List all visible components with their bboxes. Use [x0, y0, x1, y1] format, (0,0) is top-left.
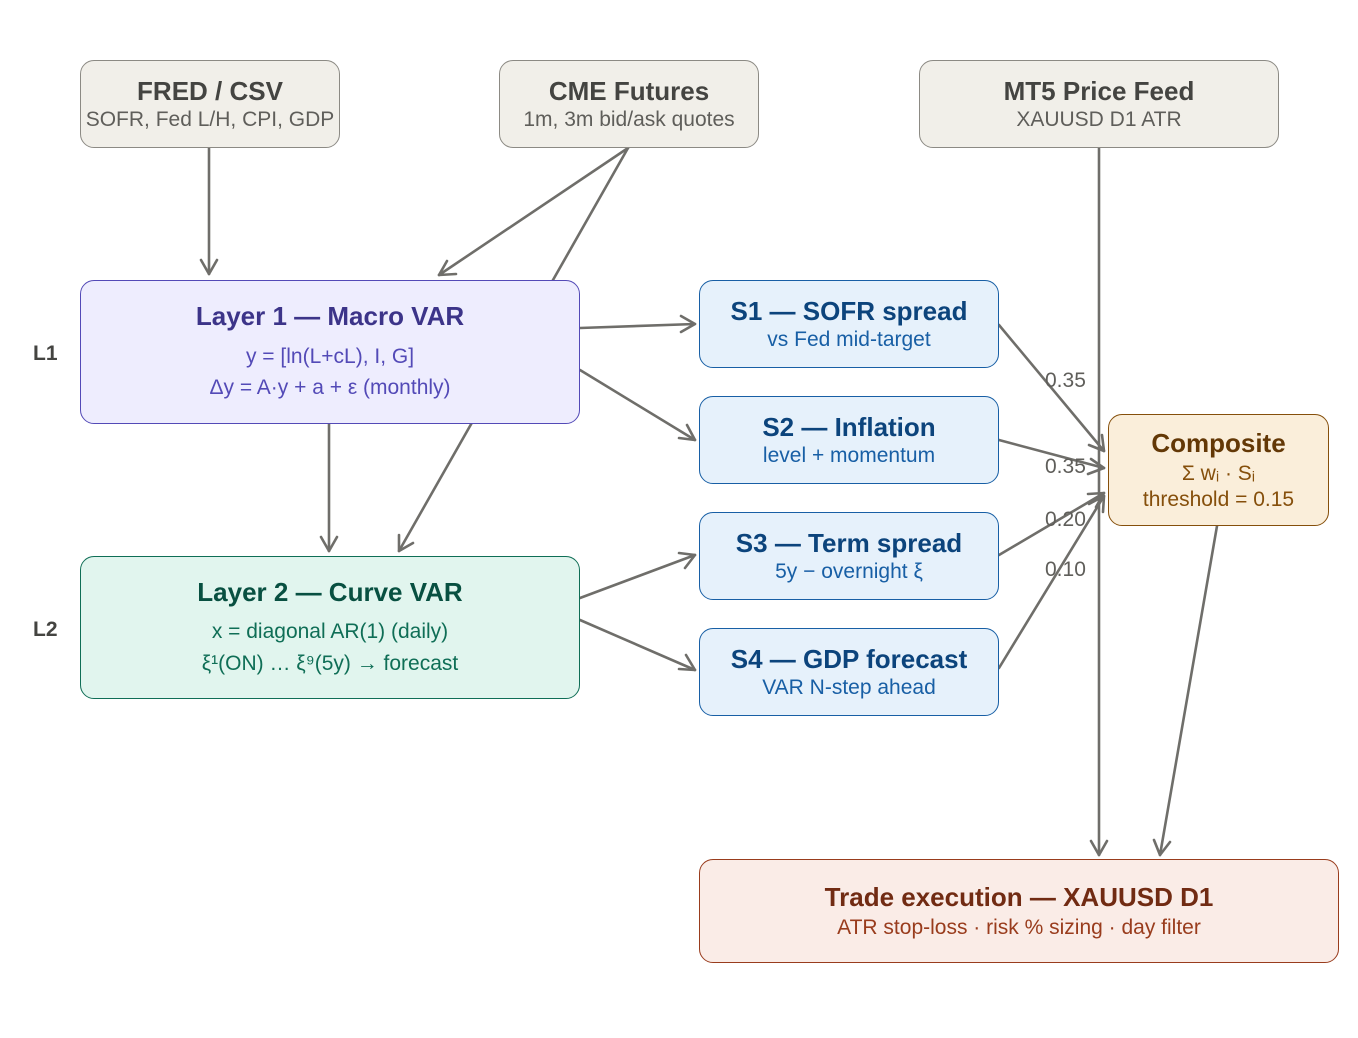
node-title: S2 — Inflation	[762, 411, 936, 442]
trade-execution-node[interactable]: Trade execution — XAUUSD D1 ATR stop-los…	[699, 859, 1339, 963]
arrowhead	[199, 258, 219, 276]
edge-s2-to-composite	[997, 438, 1106, 470]
layer-label-l2: L2	[33, 618, 58, 641]
node-line-2: Δy = A·y + a + ε (monthly)	[209, 376, 451, 400]
signal-s3-term-spread[interactable]: S3 — Term spread 5y − overnight ξ	[699, 512, 999, 600]
arrowhead	[677, 551, 697, 570]
arrowhead	[1089, 839, 1109, 857]
edge-s4-to-composite	[997, 494, 1106, 670]
arrowhead	[437, 259, 458, 277]
node-title: FRED / CSV	[137, 75, 283, 106]
signal-s4-gdp-forecast[interactable]: S4 — GDP forecast VAR N-step ahead	[699, 628, 999, 716]
node-subtitle: 5y − overnight ξ	[775, 560, 923, 584]
node-title: Layer 1 — Macro VAR	[195, 301, 465, 332]
node-subtitle: SOFR, Fed L/H, CPI, GDP	[85, 108, 335, 132]
node-title: S1 — SOFR spread	[730, 295, 968, 326]
weight-label-s4: 0.10	[1045, 558, 1086, 581]
layer1-macro-var[interactable]: Layer 1 — Macro VAR y = [ln(L+cL), I, G]…	[80, 280, 580, 424]
node-subtitle: vs Fed mid-target	[767, 328, 931, 352]
arrowhead	[677, 653, 697, 672]
layer2-curve-var[interactable]: Layer 2 — Curve VAR x = diagonal AR(1) (…	[80, 556, 580, 699]
arrowhead	[677, 423, 697, 442]
node-line-1: y = [ln(L+cL), I, G]	[245, 344, 415, 368]
weight-label-s2: 0.35	[1045, 455, 1086, 478]
node-line-2: ξ¹(ON) … ξ⁹(5y) → forecast	[201, 651, 459, 675]
composite-node[interactable]: Composite Σ wᵢ · Sᵢ threshold = 0.15	[1108, 414, 1329, 526]
edge-composite-to-execution	[1158, 524, 1219, 857]
edge-layer2-to-s3	[578, 553, 697, 600]
signal-s1-sofr-spread[interactable]: S1 — SOFR spread vs Fed mid-target	[699, 280, 999, 368]
arrowhead	[679, 314, 697, 334]
arrowhead	[1087, 494, 1106, 514]
node-title: S4 — GDP forecast	[730, 643, 968, 674]
weight-label-s3: 0.20	[1045, 508, 1086, 531]
arrowhead	[1086, 457, 1106, 476]
signal-s2-inflation[interactable]: S2 — Inflation level + momentum	[699, 396, 999, 484]
node-title: S3 — Term spread	[735, 527, 963, 558]
node-subtitle: ATR stop-loss · risk % sizing · day filt…	[837, 916, 1201, 940]
source-cme-futures[interactable]: CME Futures 1m, 3m bid/ask quotes	[499, 60, 759, 148]
edge-layer1-to-s1	[578, 322, 697, 330]
edge-s1-to-composite	[997, 323, 1106, 453]
arrowhead	[1152, 838, 1172, 857]
node-title: Composite	[1151, 427, 1286, 458]
node-line-1: x = diagonal AR(1) (daily)	[211, 620, 449, 644]
layer-label-l1: L1	[33, 342, 58, 365]
edge-layer2-to-s4	[578, 618, 697, 672]
arrowhead	[319, 535, 339, 553]
node-subtitle: VAR N-step ahead	[762, 676, 936, 700]
arrowhead	[1087, 433, 1106, 453]
node-title: Layer 2 — Curve VAR	[197, 576, 463, 607]
edge-layer1-to-s2	[578, 368, 697, 442]
source-fred-csv[interactable]: FRED / CSV SOFR, Fed L/H, CPI, GDP	[80, 60, 340, 148]
node-subtitle: XAUUSD D1 ATR	[1016, 108, 1182, 132]
node-subtitle: level + momentum	[762, 444, 936, 468]
edge-cme-to-layer1	[437, 146, 630, 277]
node-title: CME Futures	[548, 75, 710, 106]
node-title: Trade execution — XAUUSD D1	[824, 881, 1214, 912]
source-mt5-price-feed[interactable]: MT5 Price Feed XAUUSD D1 ATR	[919, 60, 1279, 148]
node-subtitle: 1m, 3m bid/ask quotes	[523, 108, 735, 132]
composite-threshold: threshold = 0.15	[1142, 488, 1295, 512]
arrowhead	[397, 533, 415, 553]
composite-formula: Σ wᵢ · Sᵢ	[1181, 462, 1256, 485]
weight-label-s1: 0.35	[1045, 369, 1086, 392]
edge-s3-to-composite	[997, 491, 1106, 557]
node-title: MT5 Price Feed	[1003, 75, 1195, 106]
